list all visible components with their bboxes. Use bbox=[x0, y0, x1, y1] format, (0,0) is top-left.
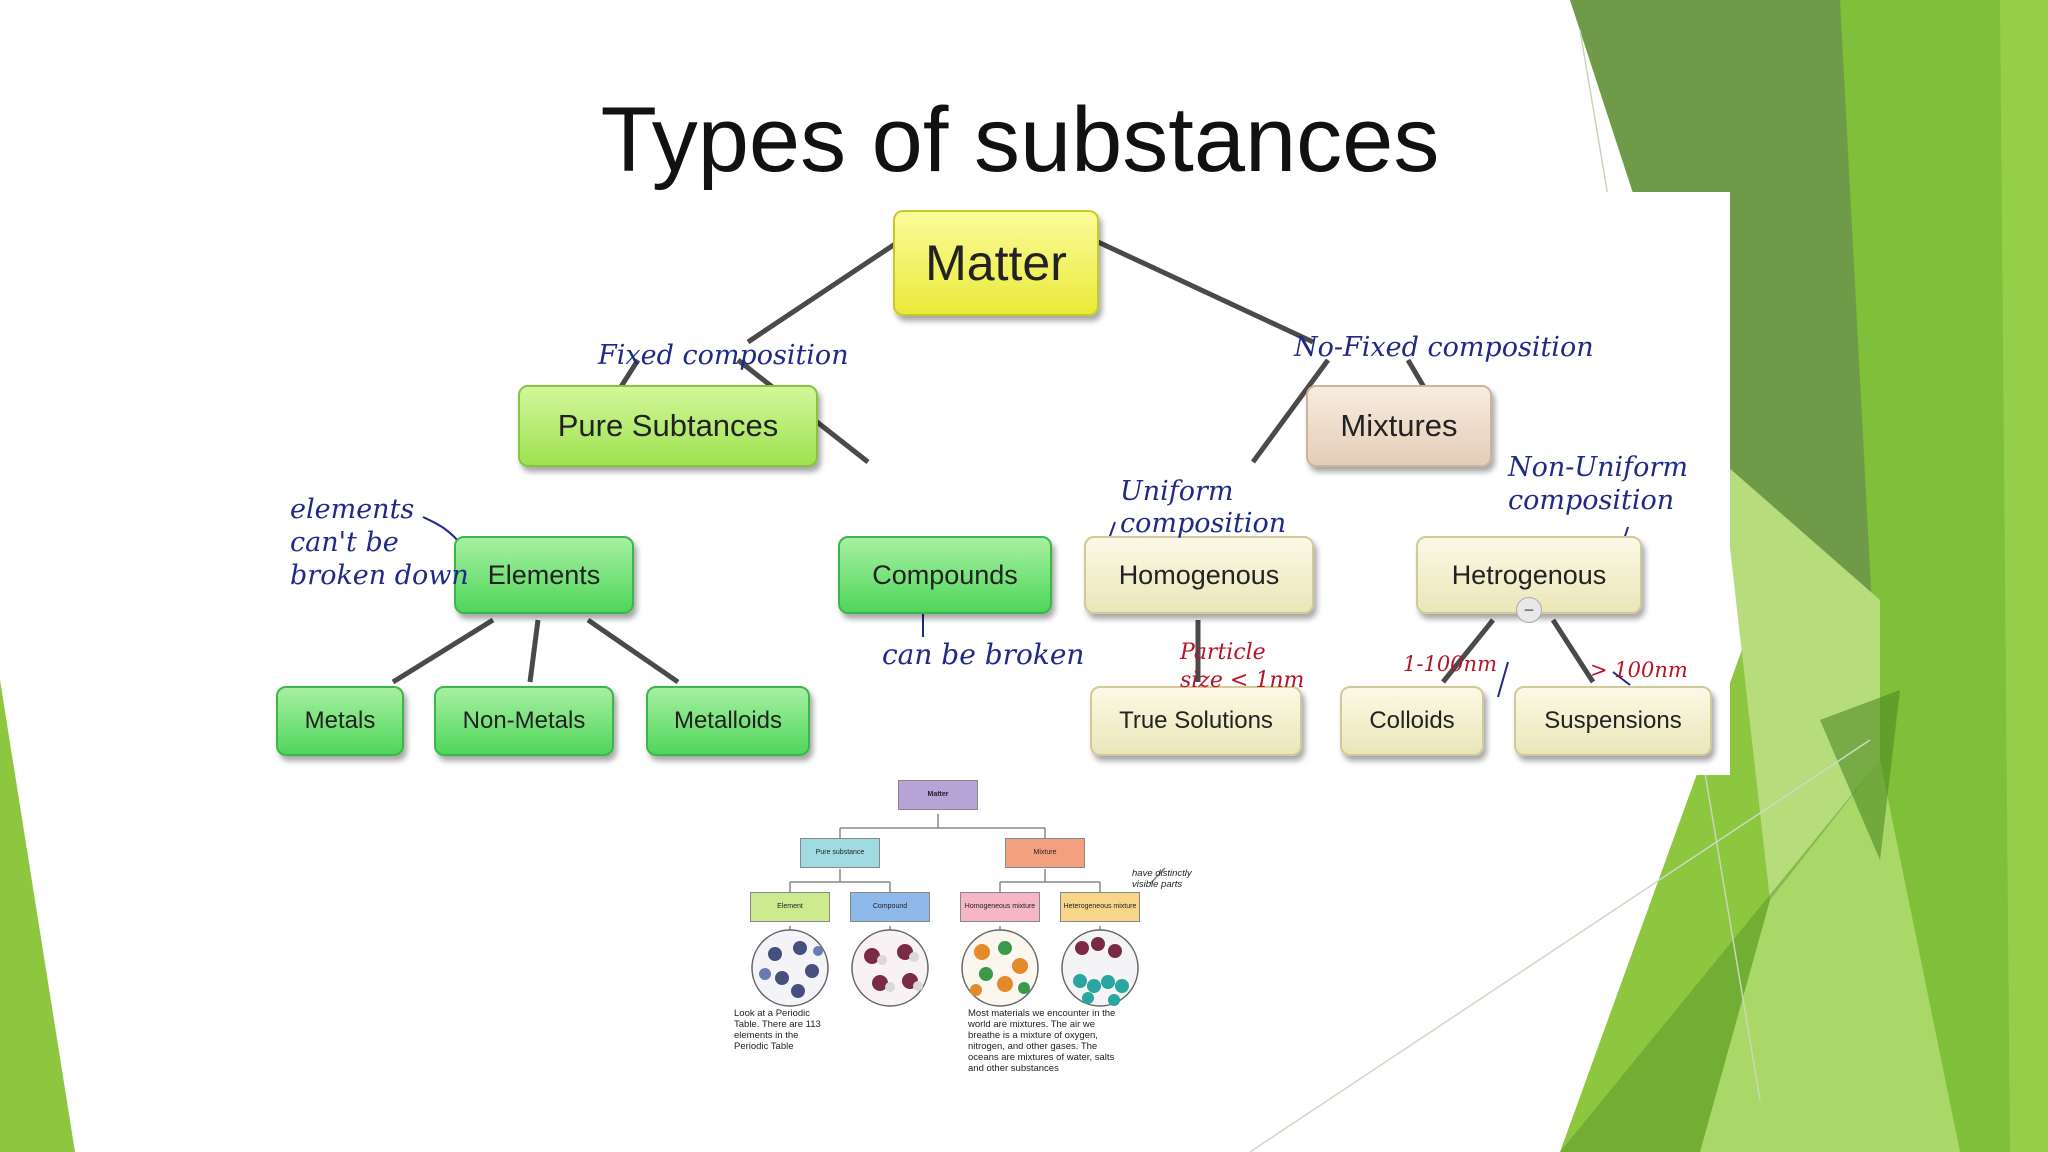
caption-right-line: world are mixtures. The air we bbox=[968, 1019, 1096, 1030]
caption-right-line: and other substances bbox=[968, 1063, 1059, 1074]
annotation-can-be-broken: can be broken bbox=[882, 638, 1085, 671]
annotation-elements-note-1: elements bbox=[290, 494, 415, 525]
small-note-visible-1: have distinctly bbox=[1132, 868, 1192, 879]
pure-substances-node: Pure Subtances bbox=[518, 385, 818, 467]
non-metals-node: Non-Metals bbox=[434, 686, 614, 756]
caption-right-line: breathe is a mixture of oxygen, bbox=[968, 1030, 1098, 1041]
annotation-uniform-2: composition bbox=[1120, 508, 1287, 539]
annotation-elements-note-2: can't be bbox=[290, 527, 399, 558]
small-caption-left: Look at a Periodic Table. There are 113 … bbox=[734, 1008, 884, 1052]
true-solutions-node: True Solutions bbox=[1090, 686, 1302, 756]
caption-left-line: elements in the bbox=[734, 1030, 799, 1041]
annotation-particle-2: size < 1nm bbox=[1180, 668, 1305, 693]
small-compound-box: Compound bbox=[850, 892, 930, 922]
annotation-gt-100nm: > 100nm bbox=[1590, 658, 1688, 682]
annotation-1-100nm: 1-100nm bbox=[1403, 652, 1497, 676]
slide-title: Types of substances bbox=[600, 89, 1440, 191]
annotation-non-uniform-2: composition bbox=[1508, 485, 1675, 516]
annotation-elements-note-3: broken down bbox=[290, 560, 469, 591]
concept-map-panel: Matter Pure Subtances Mixtures Elements … bbox=[268, 192, 1730, 775]
annotation-non-uniform-1: Non-Uniform bbox=[1508, 452, 1688, 483]
small-pure-substance-box: Pure substance bbox=[800, 838, 880, 868]
caption-right-line: Most materials we encounter in the bbox=[968, 1008, 1116, 1019]
small-classification-diagram: Matter Pure substance Mixture Element Co… bbox=[720, 776, 1240, 1091]
small-mixture-box: Mixture bbox=[1005, 838, 1085, 868]
elements-node: Elements bbox=[454, 536, 634, 614]
homogeneous-particles-icon bbox=[961, 929, 1039, 1007]
small-caption-right: Most materials we encounter in the world… bbox=[968, 1008, 1208, 1074]
caption-right-line: oceans are mixtures of water, salts bbox=[968, 1052, 1115, 1063]
homogenous-node: Homogenous bbox=[1084, 536, 1314, 614]
small-homogeneous-box: Homogeneous mixture bbox=[960, 892, 1040, 922]
metals-node: Metals bbox=[276, 686, 404, 756]
caption-left-line: Table. There are 113 bbox=[734, 1019, 821, 1030]
small-heterogeneous-box: Heterogeneous mixture bbox=[1060, 892, 1140, 922]
small-element-box: Element bbox=[750, 892, 830, 922]
matter-node: Matter bbox=[893, 210, 1099, 316]
small-note-visible-2: visible parts bbox=[1132, 879, 1183, 890]
heterogeneous-particles-icon bbox=[1061, 929, 1139, 1007]
metalloids-node: Metalloids bbox=[646, 686, 810, 756]
mixtures-node: Mixtures bbox=[1306, 385, 1492, 467]
small-diagram-connectors bbox=[751, 814, 1166, 1007]
annotation-no-fixed-composition: No-Fixed composition bbox=[1294, 332, 1594, 363]
element-particles-icon bbox=[751, 929, 829, 1007]
caption-right-line: nitrogen, and other gases. The bbox=[968, 1041, 1098, 1052]
annotation-fixed-composition: Fixed composition bbox=[598, 340, 849, 371]
small-matter-box: Matter bbox=[898, 780, 978, 810]
suspensions-node: Suspensions bbox=[1514, 686, 1712, 756]
annotation-particle-1: Particle bbox=[1180, 640, 1266, 665]
caption-left-line: Look at a Periodic bbox=[734, 1008, 811, 1019]
colloids-node: Colloids bbox=[1340, 686, 1484, 756]
caption-left-line: Periodic Table bbox=[734, 1041, 794, 1052]
compounds-node: Compounds bbox=[838, 536, 1052, 614]
compound-particles-icon bbox=[851, 929, 929, 1007]
collapse-icon[interactable]: − bbox=[1516, 597, 1542, 623]
annotation-uniform-1: Uniform bbox=[1120, 476, 1234, 507]
